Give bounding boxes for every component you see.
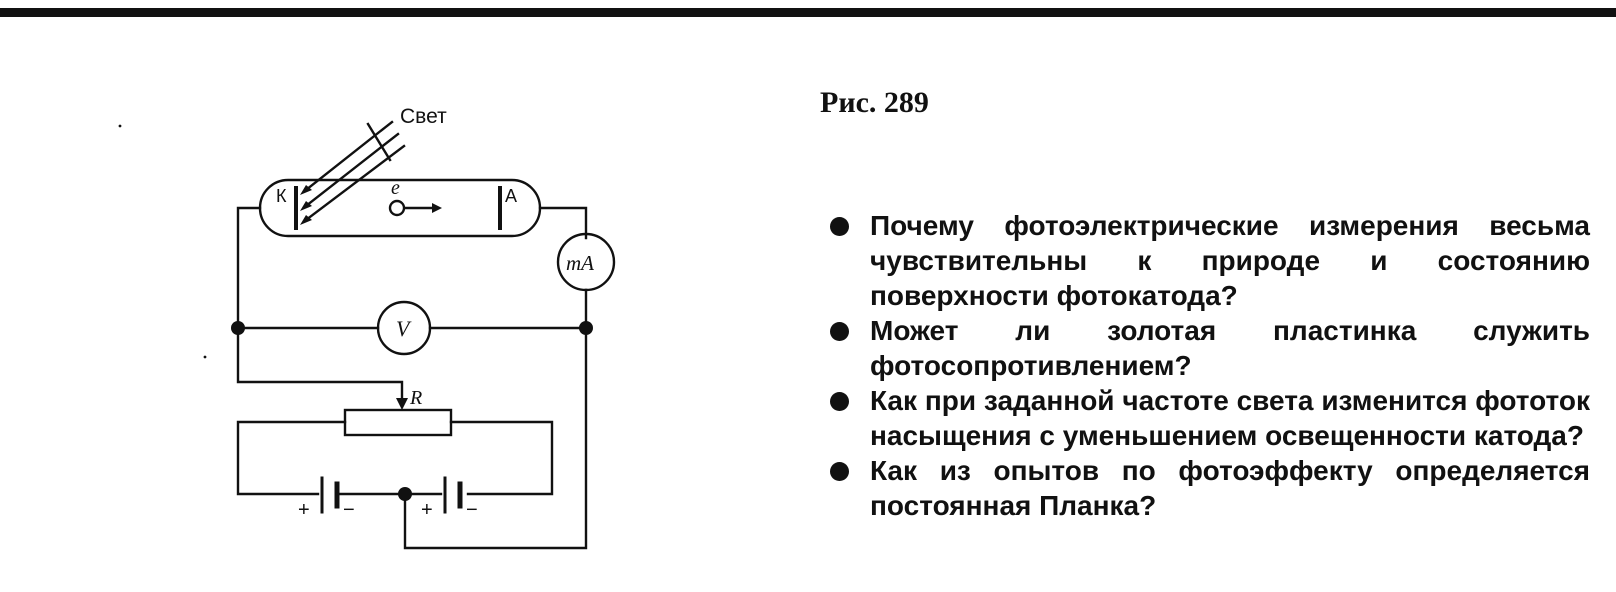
electron-icon (388, 199, 406, 217)
light-rays-icon (304, 120, 406, 222)
voltmeter-label: V (396, 316, 412, 341)
junction-dot (579, 321, 593, 335)
top-rule (0, 8, 1616, 17)
question-item: Как при заданной частоте света изменится… (830, 383, 1590, 453)
anode-label: А (505, 186, 517, 206)
junction-dot (398, 487, 412, 501)
electron-label: e (391, 177, 400, 199)
photoeffect-circuit-diagram: Свет К А e mA V R + − + − (118, 105, 616, 550)
bullet-icon (830, 462, 849, 481)
question-text: Как из опытов по фотоэффекту определяетс… (870, 455, 1590, 521)
ray-arrowhead-1 (300, 185, 312, 195)
question-text: Почему фотоэлектрические измерения весьм… (870, 210, 1590, 311)
cathode-label: К (276, 186, 287, 206)
battery1-minus-label: − (343, 499, 355, 521)
figure-caption: Рис. 289 (820, 86, 929, 119)
electron-arrowhead (432, 203, 442, 213)
question-text: Как при заданной частоте света изменится… (870, 385, 1590, 451)
rheostat-label: R (409, 387, 422, 409)
wire-right (403, 288, 588, 550)
battery1-plus-label: + (298, 499, 310, 521)
bullet-icon (830, 322, 849, 341)
wire-rheostat-right (449, 420, 554, 496)
question-item: Как из опытов по фотоэффекту определяетс… (830, 453, 1590, 523)
question-item: Может ли золотая пластинка служить фотос… (830, 313, 1590, 383)
battery2-plus-label: + (421, 499, 433, 521)
question-item: Почему фотоэлектрические измерения весьм… (830, 208, 1590, 313)
milliammeter-label: mA (566, 251, 594, 275)
wire-right-top (538, 206, 588, 240)
question-list: Почему фотоэлектрические измерения весьм… (830, 208, 1590, 523)
rheostat (343, 408, 453, 437)
light-label: Свет (400, 105, 447, 128)
junction-dot (231, 321, 245, 335)
rheostat-slider-arrow (396, 398, 408, 410)
wire-left (236, 206, 404, 402)
ray-arrowhead-3 (300, 215, 312, 225)
ray-arrowhead-2 (300, 201, 312, 211)
question-text: Может ли золотая пластинка служить фотос… (870, 315, 1590, 381)
battery2-minus-label: − (466, 499, 478, 521)
bullet-icon (830, 392, 849, 411)
wire-rheostat-left (236, 420, 347, 496)
bullet-icon (830, 217, 849, 236)
